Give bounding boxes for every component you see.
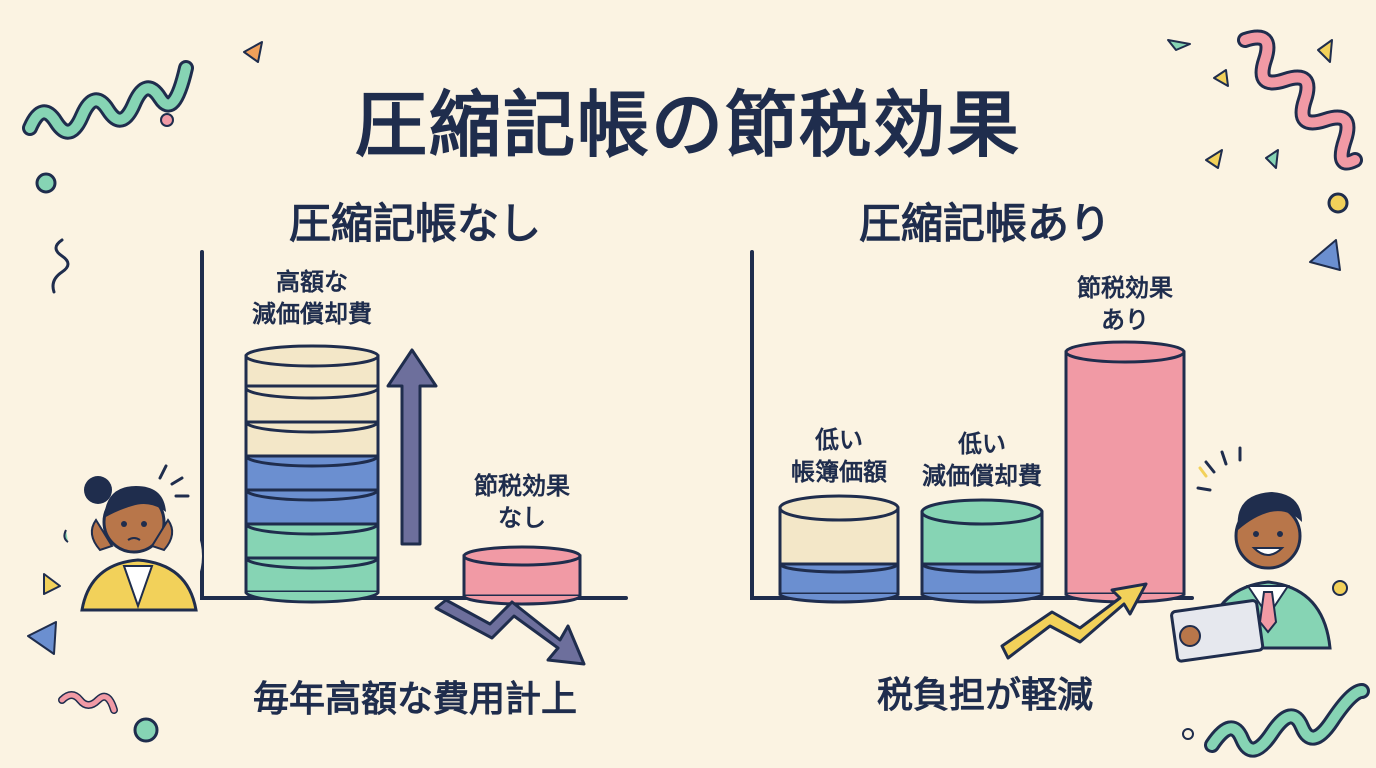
no-tax-effect-bar bbox=[462, 545, 582, 606]
tax-effect-bar bbox=[1064, 340, 1186, 604]
low-book-value-label: 低い 帳簿価額 bbox=[791, 426, 887, 486]
low-depreciation-bar bbox=[920, 498, 1044, 604]
high-depreciation-stack bbox=[244, 344, 380, 604]
decorative-confetti bbox=[22, 29, 1370, 758]
page-title: 圧縮記帳の節税効果 bbox=[354, 83, 1021, 167]
low-book-value-bar bbox=[778, 494, 900, 604]
no-tax-effect-label: 節税効果 なし bbox=[474, 472, 570, 532]
decorative-triangles bbox=[27, 39, 1341, 655]
left-panel-heading: 圧縮記帳なし bbox=[288, 199, 541, 248]
tax-reduction-arrow bbox=[1000, 582, 1148, 660]
worried-woman-icon bbox=[63, 464, 202, 620]
increase-arrow bbox=[386, 348, 438, 546]
right-chart-axes bbox=[750, 250, 1194, 600]
right-caption: 税負担が軽減 bbox=[876, 675, 1093, 716]
tax-effect-label: 節税効果 あり bbox=[1077, 274, 1173, 334]
right-panel-heading: 圧縮記帳あり bbox=[858, 199, 1111, 248]
high-depreciation-label: 高額な 減価償却費 bbox=[252, 268, 372, 328]
squiggle-left-small bbox=[51, 238, 70, 294]
low-depreciation-label: 低い 減価償却費 bbox=[922, 430, 1042, 490]
decorative-dots bbox=[35, 113, 1349, 743]
happy-man-icon bbox=[1170, 446, 1332, 663]
decrease-arrow bbox=[434, 598, 586, 666]
right-chart bbox=[750, 250, 1194, 600]
left-caption: 毎年高額な費用計上 bbox=[252, 679, 577, 720]
